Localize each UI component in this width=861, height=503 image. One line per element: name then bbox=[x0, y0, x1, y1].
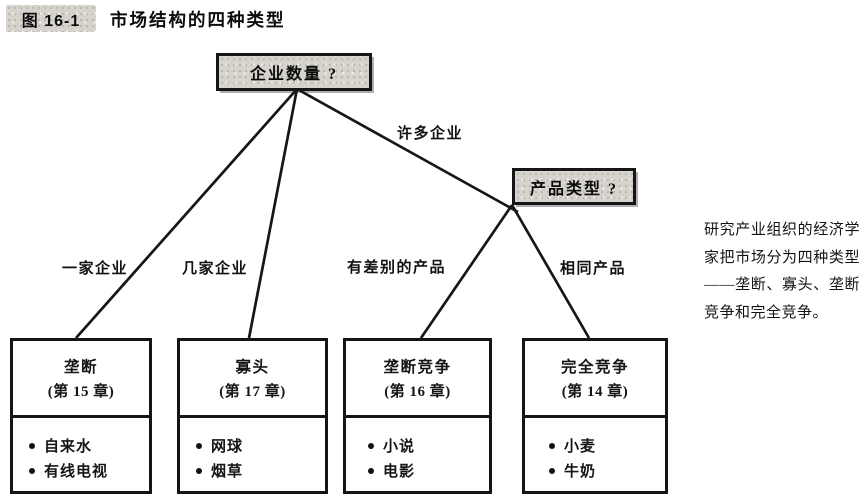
bullet-icon bbox=[368, 442, 374, 449]
branch-label-identical-products: 相同产品 bbox=[560, 261, 627, 277]
bullet-icon bbox=[29, 467, 35, 474]
market-box-header: 寡头 (第 17 章) bbox=[180, 341, 325, 418]
market-examples: 网球 烟草 bbox=[180, 418, 325, 483]
question-box-number-of-firms: 企业数量 ? bbox=[216, 53, 372, 91]
question-label: 产品类型 ? bbox=[529, 180, 618, 198]
market-chapter: (第 16 章) bbox=[384, 384, 451, 400]
figure-number-label: 图 16-1 bbox=[21, 12, 81, 30]
bullet-icon bbox=[549, 442, 555, 449]
example-item: 自来水 bbox=[29, 433, 145, 458]
market-name: 垄断 bbox=[63, 359, 98, 376]
bullet-icon bbox=[368, 467, 374, 474]
edge-one-firm bbox=[74, 88, 299, 339]
market-box-monopoly: 垄断 (第 15 章) 自来水 有线电视 bbox=[10, 338, 152, 494]
margin-note: 研究产业组织的经济学家把市场分为四种类型——垄断、寡头、垄断竞争和完全竞争。 bbox=[704, 222, 860, 321]
example-label: 电影 bbox=[383, 464, 416, 480]
example-item: 小说 bbox=[368, 433, 485, 458]
example-item: 有线电视 bbox=[29, 458, 145, 483]
example-item: 烟草 bbox=[196, 458, 321, 483]
example-label: 有线电视 bbox=[44, 464, 109, 480]
example-label: 网球 bbox=[211, 439, 244, 455]
branch-label-few-firms: 几家企业 bbox=[182, 261, 249, 277]
bullet-icon bbox=[196, 442, 202, 449]
edge-few-firms bbox=[247, 88, 299, 339]
bullet-icon bbox=[29, 442, 35, 449]
market-box-oligopoly: 寡头 (第 17 章) 网球 烟草 bbox=[177, 338, 328, 494]
market-examples: 自来水 有线电视 bbox=[13, 418, 149, 483]
market-name: 垄断竞争 bbox=[383, 359, 452, 376]
example-item: 小麦 bbox=[549, 433, 661, 458]
branch-label-differentiated-products: 有差别的产品 bbox=[347, 260, 447, 276]
market-chapter: (第 14 章) bbox=[561, 384, 629, 400]
figure-number-badge: 图 16-1 bbox=[6, 5, 96, 32]
example-label: 自来水 bbox=[44, 439, 93, 455]
example-label: 小说 bbox=[383, 439, 416, 455]
market-box-header: 垄断竞争 (第 16 章) bbox=[346, 341, 489, 418]
market-name: 完全竞争 bbox=[560, 359, 629, 376]
edge-identical bbox=[510, 204, 591, 339]
example-item: 电影 bbox=[368, 458, 485, 483]
example-item: 牛奶 bbox=[549, 458, 661, 483]
market-box-header: 完全竞争 (第 14 章) bbox=[525, 341, 665, 418]
example-label: 小麦 bbox=[564, 439, 597, 455]
edge-differentiated bbox=[419, 204, 514, 339]
market-examples: 小麦 牛奶 bbox=[525, 418, 665, 483]
market-chapter: (第 17 章) bbox=[219, 384, 286, 400]
question-label: 企业数量 ? bbox=[249, 66, 338, 83]
market-examples: 小说 电影 bbox=[346, 418, 489, 483]
market-chapter: (第 15 章) bbox=[47, 384, 115, 400]
question-box-product-type: 产品类型 ? bbox=[512, 168, 636, 205]
branch-label-one-firm: 一家企业 bbox=[62, 261, 129, 277]
market-box-perfect-competition: 完全竞争 (第 14 章) 小麦 牛奶 bbox=[522, 338, 668, 494]
figure-title: 市场结构的四种类型 bbox=[110, 10, 286, 30]
edge-many-firms bbox=[296, 87, 519, 214]
market-box-monopolistic-competition: 垄断竞争 (第 16 章) 小说 电影 bbox=[343, 338, 492, 494]
branch-label-many-firms: 许多企业 bbox=[397, 126, 464, 142]
market-name: 寡头 bbox=[235, 359, 270, 376]
example-label: 烟草 bbox=[211, 464, 244, 480]
market-box-header: 垄断 (第 15 章) bbox=[13, 341, 149, 418]
example-item: 网球 bbox=[196, 433, 321, 458]
example-label: 牛奶 bbox=[564, 464, 597, 480]
bullet-icon bbox=[549, 467, 555, 474]
bullet-icon bbox=[196, 467, 202, 474]
